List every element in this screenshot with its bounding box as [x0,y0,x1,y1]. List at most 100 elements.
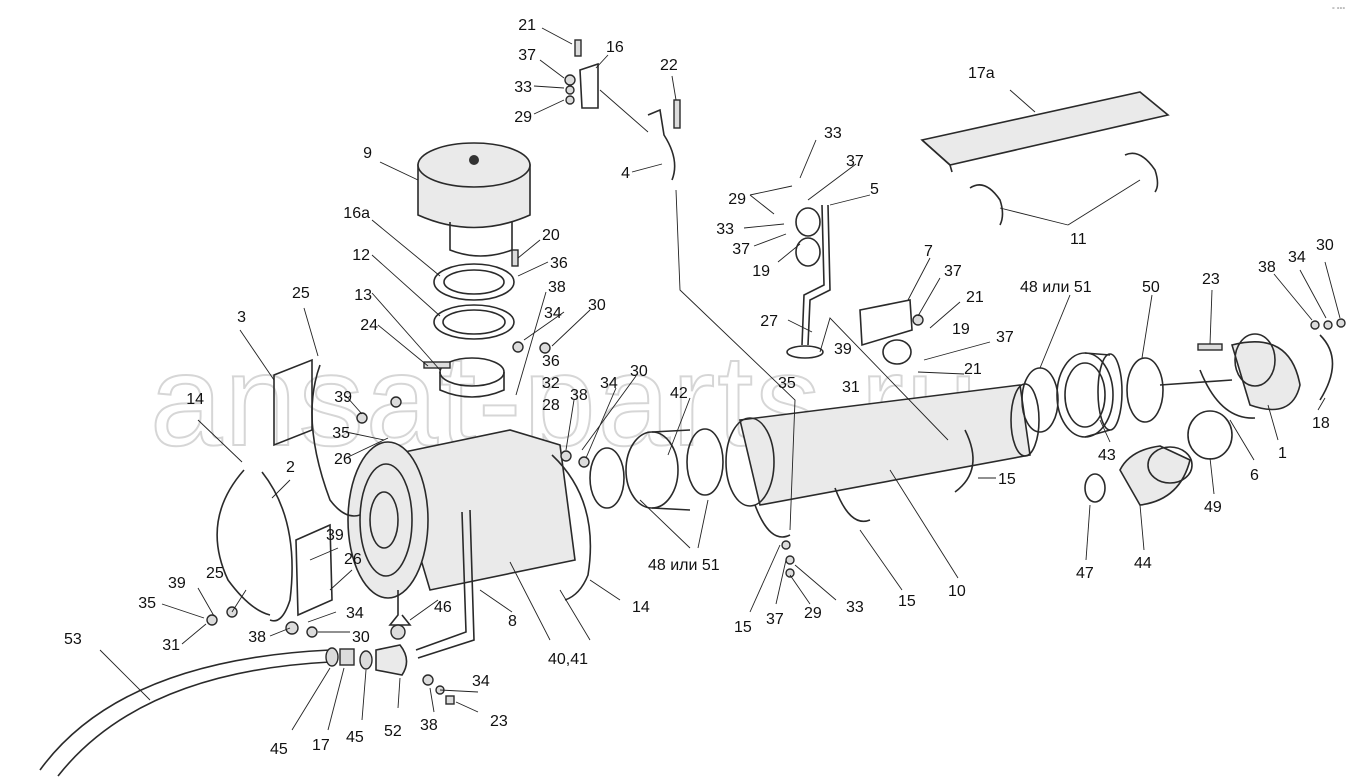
leader-lines [99,27,1341,731]
callout-33-d: 33 [846,599,864,616]
nut-30-right [1336,318,1346,328]
corner-mark: ° °°° [1332,6,1345,14]
callout-38-c: 38 [420,717,438,734]
callout-30-d: 30 [1316,237,1334,254]
callout-19-b: 19 [952,321,970,338]
callout-12: 12 [352,247,370,264]
callout-11: 11 [1070,231,1087,248]
bracket-16 [579,62,599,109]
callout-45: 45 [270,741,288,758]
callout-5: 5 [870,181,879,198]
callout-42: 42 [670,385,688,402]
nut-31 [206,614,218,626]
callout-34-c: 34 [472,673,490,690]
callout-21-c: 21 [964,361,982,378]
callout-23: 23 [490,713,508,730]
clamp-19-right [882,339,912,365]
nut-30 [539,342,551,354]
callout-34-e: 34 [1288,249,1306,266]
washer-39-b [356,412,368,424]
washer-38-b [285,621,299,635]
callout-25-b: 25 [206,565,224,582]
bracket-5-inner [801,204,825,346]
callout-36: 36 [550,255,568,272]
callout-38-b: 38 [248,629,266,646]
clamp-49 [1187,410,1233,460]
callout-47: 47 [1076,565,1094,582]
plate-27 [786,345,824,359]
callout-21: 21 [518,17,536,34]
tube-8-inner [415,511,467,651]
callout-16a: 16a [343,205,370,222]
washer-37-right [912,314,924,326]
bracket-7 [859,299,913,347]
callout-44: 44 [1134,555,1152,572]
callout-34-d: 34 [600,375,618,392]
callout-37: 37 [518,47,536,64]
callout-26-b: 26 [344,551,362,568]
callout-3: 3 [237,309,246,326]
callout-14: 14 [186,391,204,408]
callout-29-c: 29 [804,605,822,622]
washer-33-top [565,85,575,95]
callout-15-b: 15 [898,593,916,610]
washer-38-c [422,674,434,686]
callout-21-b: 21 [966,289,984,306]
callout-37-d: 37 [944,263,962,280]
bracket-25-strap [311,364,361,517]
nut-29-low [785,555,795,565]
callout-24: 24 [360,317,378,334]
callout-30: 30 [588,297,606,314]
bracket-5 [807,204,831,346]
washer-38 [560,450,572,462]
callout-50: 50 [1142,279,1160,296]
clamp-13 [439,357,505,398]
bolt-24 [423,361,451,369]
callout-39-c: 39 [168,575,186,592]
fittings-45-17-52 [325,644,408,676]
callout-52: 52 [384,723,402,740]
strap-11-right [1124,152,1159,193]
callout-34: 34 [544,305,562,322]
gasket-16a [433,263,515,301]
callout-45-b: 45 [346,729,364,746]
callout-1: 1 [1278,445,1287,462]
callout-34-b: 34 [346,605,364,622]
washer-34 [512,341,524,353]
callout-10: 10 [948,583,966,600]
hose-53 [39,649,331,771]
washer-38-right [1310,320,1320,330]
strap-14-left [216,469,271,616]
callout-43: 43 [1098,447,1116,464]
nut-30-b [578,456,590,468]
ring-set-42 [589,428,724,511]
callout-23-b: 23 [1202,271,1220,288]
strap-14-right [551,454,592,601]
callout-15-c: 15 [734,619,752,636]
callout-36-b: 36 [542,353,560,370]
callout-14-b: 14 [632,599,650,616]
callout-17: 17 [312,737,330,754]
callout-49: 49 [1204,499,1222,516]
clamp-19-top [795,207,821,237]
callout-31-b: 31 [842,379,860,396]
callout-53: 53 [64,631,82,648]
washer-33-low [785,568,795,578]
callout-27: 27 [760,313,778,330]
callout-28: 28 [542,397,560,414]
callout-38: 38 [548,279,566,296]
washer-37-top [564,74,576,86]
callout-15: 15 [998,471,1016,488]
callout-39-d: 39 [834,341,852,358]
bracket-39-lower [295,523,333,617]
ring-48-right [1021,367,1059,433]
bolt-22 [673,99,681,129]
callout-37-e: 37 [996,329,1014,346]
callout-2: 2 [286,459,295,476]
bolt-23 [445,695,455,705]
exhaust-elbow-1 [1230,333,1301,411]
callout-29-b: 29 [728,191,746,208]
nut-30-c [306,626,318,638]
callout-31: 31 [162,637,180,654]
callout-30-b: 30 [352,629,370,646]
